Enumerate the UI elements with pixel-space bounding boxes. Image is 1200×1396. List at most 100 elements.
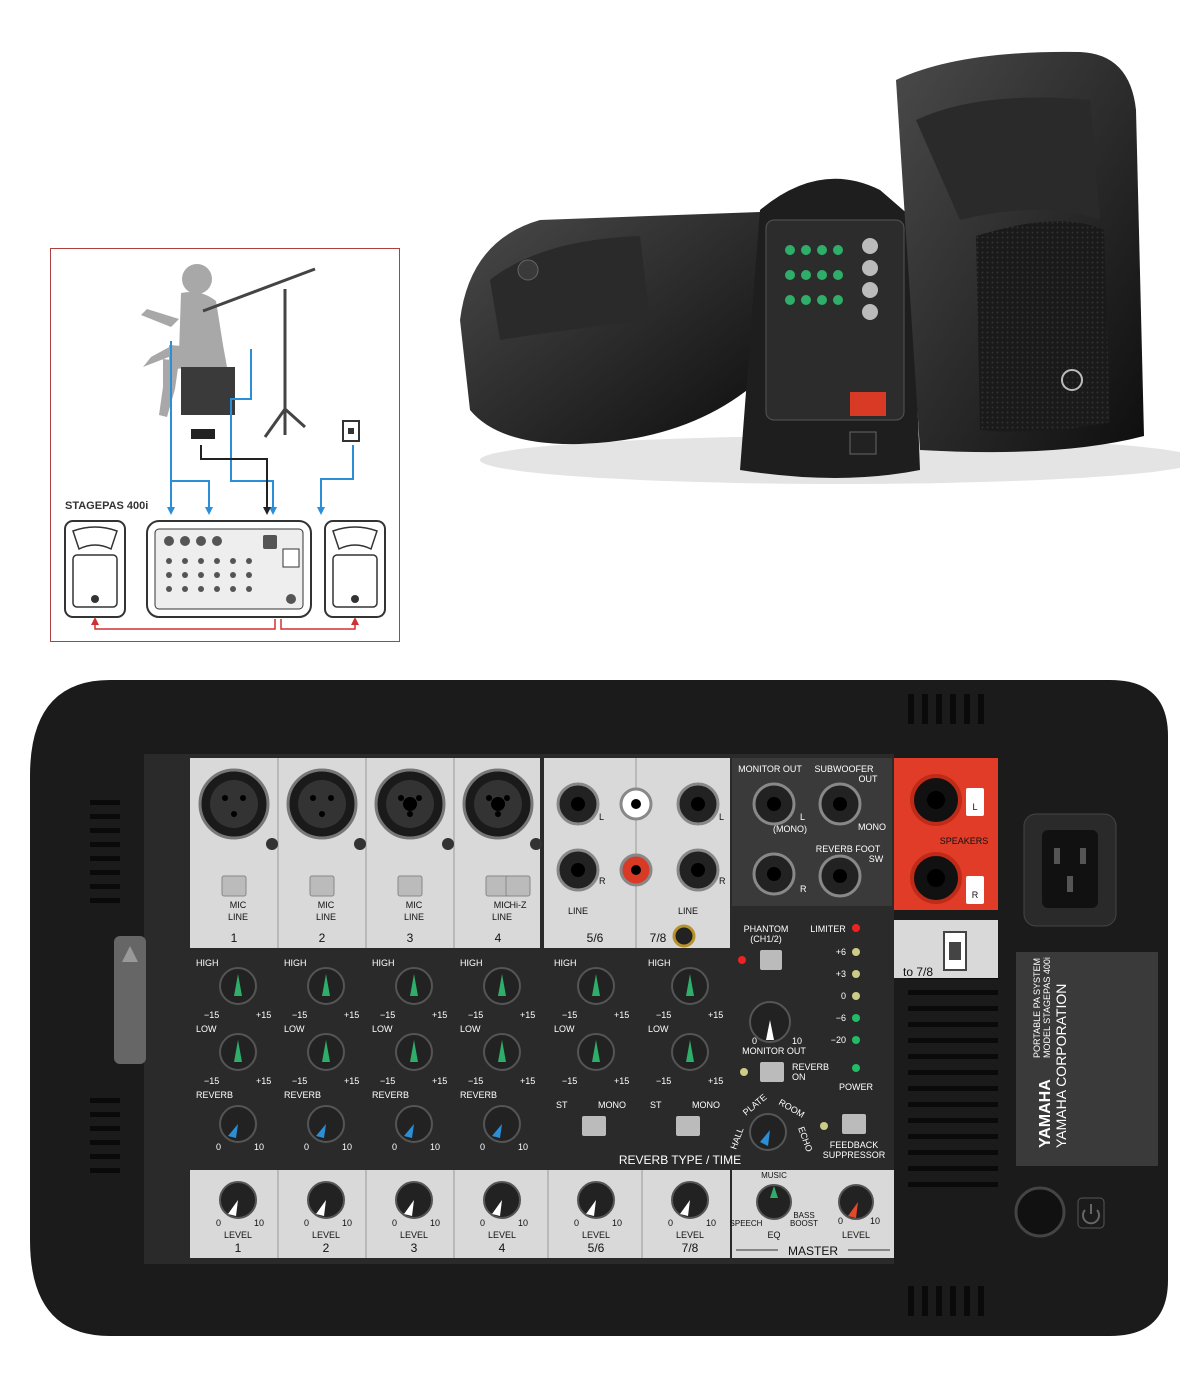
reverb-on-switch[interactable] (760, 1062, 784, 1082)
ch56-level-label: LEVEL (582, 1230, 610, 1240)
ch2-mic-label: MIC (318, 900, 335, 910)
master-music-label: MUSIC (761, 1171, 787, 1180)
ch78-line-label: LINE (678, 906, 698, 916)
ch4-input-jack[interactable] (462, 768, 534, 840)
ch4-level-label: LEVEL (488, 1230, 516, 1240)
ch78-high-knob[interactable] (671, 967, 709, 1005)
ch1-mic-line-switch[interactable] (221, 875, 247, 897)
level-meter-led (852, 1036, 860, 1044)
ch78-l-label: L (719, 812, 724, 822)
brand-corp: YAMAHA CORPORATION (1053, 984, 1069, 1148)
ch56-low-knob[interactable] (577, 1033, 615, 1071)
ch3-input-jack[interactable] (374, 768, 446, 840)
ch3-reverb-max: 10 (430, 1142, 440, 1152)
ch1-level-label: LEVEL (224, 1230, 252, 1240)
ch1-mic-label: MIC (230, 900, 247, 910)
reverb-foot-label-2: SW (869, 854, 884, 864)
feedback-suppressor-switch[interactable] (842, 1114, 866, 1134)
ch56-low-label: LOW (554, 1024, 575, 1034)
black-cable (200, 445, 268, 511)
ch1-level-max: 10 (254, 1218, 264, 1228)
ch3-reverb-knob[interactable] (395, 1105, 433, 1143)
ch3-level-knob[interactable] (395, 1181, 433, 1219)
ch2-reverb-max: 10 (342, 1142, 352, 1152)
ch1-high-knob[interactable] (219, 967, 257, 1005)
ch3-mic-line-switch[interactable] (397, 875, 423, 897)
master-boost-label: BOOST (790, 1219, 818, 1228)
level-meter-led (852, 948, 860, 956)
power-button[interactable] (1014, 1186, 1066, 1238)
side-handle[interactable] (114, 936, 146, 1064)
ch3-level-label: LEVEL (400, 1230, 428, 1240)
ch56-st-mono-switch[interactable] (582, 1116, 606, 1136)
brand-logo: YAMAHA (1037, 1079, 1054, 1148)
ch2-line-label: LINE (316, 912, 336, 922)
ch56-r-label: R (599, 876, 606, 886)
panel-screw-icon (354, 838, 366, 850)
ch3-high-knob[interactable] (395, 967, 433, 1005)
ch2-high-knob[interactable] (307, 967, 345, 1005)
ch2-high-label: HIGH (284, 958, 307, 968)
ch3-number: 3 (407, 931, 414, 945)
ch1-level-number: 1 (235, 1241, 242, 1255)
speaker-r-label: R (972, 890, 979, 900)
ch4-line-label: LINE (492, 912, 512, 922)
ch4-level-knob[interactable] (483, 1181, 521, 1219)
diagram-right-speaker-icon (324, 520, 386, 618)
ch1-number: 1 (231, 931, 238, 945)
master-level-knob[interactable] (838, 1184, 874, 1220)
red-speaker-cables (94, 619, 356, 630)
brand-line-1: PORTABLE PA SYSTEM (1032, 958, 1042, 1058)
ch56-high-min: −15 (562, 1010, 577, 1020)
ch56-high-knob[interactable] (577, 967, 615, 1005)
ch4-hiz-switch[interactable] (505, 875, 531, 897)
ch56-level-number: 5/6 (588, 1241, 605, 1255)
phantom-switch[interactable] (760, 950, 782, 970)
ch78-level-knob[interactable] (671, 1181, 709, 1219)
ch1-reverb-knob[interactable] (219, 1105, 257, 1143)
ch78-mini-jack[interactable] (672, 924, 696, 948)
ch1-input-jack[interactable] (198, 768, 270, 840)
ch4-high-min: −15 (468, 1010, 483, 1020)
lying-speaker (460, 212, 770, 445)
ch2-input-jack[interactable] (286, 768, 358, 840)
ch2-low-knob[interactable] (307, 1033, 345, 1071)
ch4-reverb-knob[interactable] (483, 1105, 521, 1143)
ch4-low-knob[interactable] (483, 1033, 521, 1071)
ch4-reverb-label: REVERB (460, 1090, 497, 1100)
limiter-led (852, 924, 860, 932)
ch1-low-knob[interactable] (219, 1033, 257, 1071)
ch3-low-knob[interactable] (395, 1033, 433, 1071)
feedback-led (820, 1122, 828, 1130)
master-eq-label: EQ (767, 1230, 780, 1240)
ch78-st-mono-switch[interactable] (676, 1116, 700, 1136)
reverb-type-knob[interactable] (749, 1113, 787, 1151)
diagram-mixer-icon (146, 520, 312, 618)
ch56-low-min: −15 (562, 1076, 577, 1086)
ch2-reverb-knob[interactable] (307, 1105, 345, 1143)
master-eq-knob[interactable] (756, 1184, 792, 1220)
ch2-high-min: −15 (292, 1010, 307, 1020)
ch78-low-knob[interactable] (671, 1033, 709, 1071)
ch2-level-knob[interactable] (307, 1181, 345, 1219)
ch78-low-max: +15 (708, 1076, 723, 1086)
ch4-low-label: LOW (460, 1024, 481, 1034)
reverb-type-time-label: REVERB TYPE / TIME (619, 1153, 741, 1167)
ch1-level-knob[interactable] (219, 1181, 257, 1219)
ch1-reverb-max: 10 (254, 1142, 264, 1152)
ch2-mic-line-switch[interactable] (309, 875, 335, 897)
ch78-level-label: LEVEL (676, 1230, 704, 1240)
master-bass-label: BASS (793, 1211, 814, 1220)
ch3-high-min: −15 (380, 1010, 395, 1020)
setup-diagram: STAGEPAS 400i (50, 248, 400, 642)
monitor-knob-max: 10 (792, 1036, 802, 1046)
ch3-line-label: LINE (404, 912, 424, 922)
ch56-level-knob[interactable] (577, 1181, 615, 1219)
stereo-inputs (556, 782, 720, 948)
monitor-out-knob[interactable] (749, 1001, 791, 1043)
ch3-reverb-label: REVERB (372, 1090, 409, 1100)
monitor-l-label: L (800, 812, 805, 822)
ch3-low-label: LOW (372, 1024, 393, 1034)
ch4-high-knob[interactable] (483, 967, 521, 1005)
ch4-high-label: HIGH (460, 958, 483, 968)
